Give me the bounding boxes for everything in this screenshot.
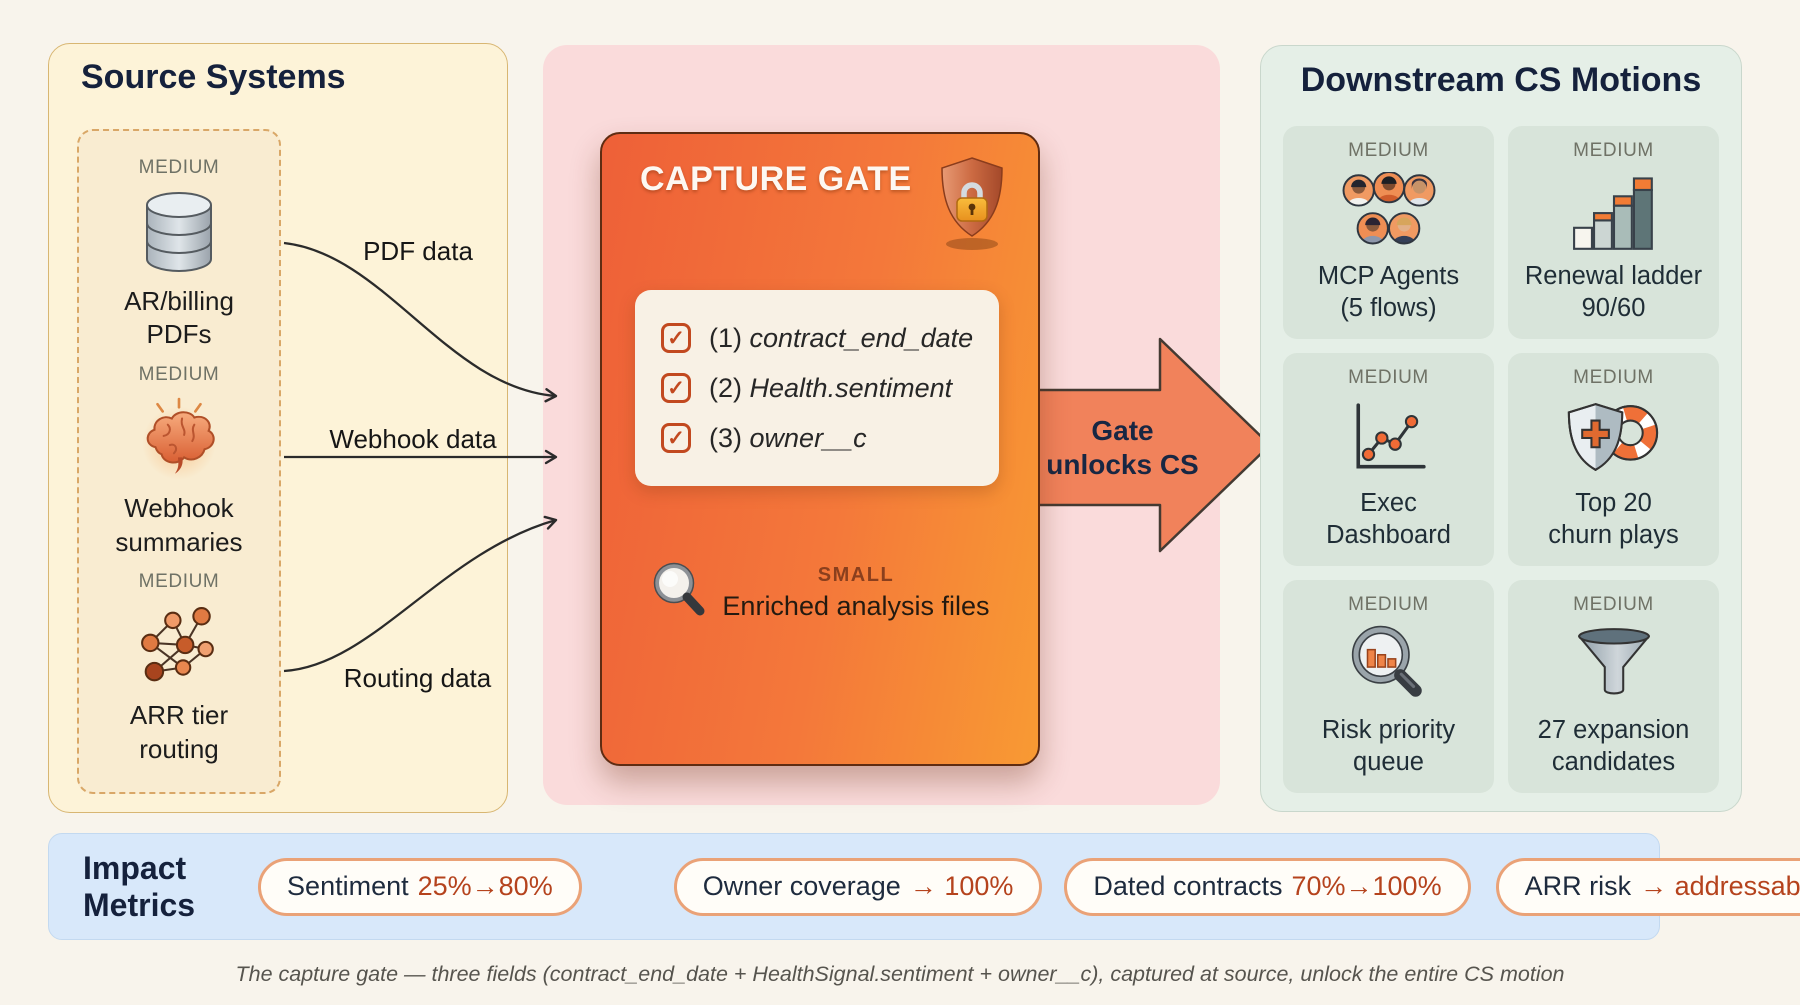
gate-checklist-card: ✓ (1) contract_end_date ✓ (2) Health.sen… [635,290,999,486]
gate-unlocks-label: Gate unlocks CS [1046,415,1199,481]
downstream-grid: MEDIUM [1283,126,1719,793]
source-systems-panel: Source Systems MEDIUM AR/bi [48,43,508,813]
cell-label: MCP Agents(5 flows) [1317,261,1460,323]
checklist-item: (1) contract_end_date [709,322,974,353]
checklist-item: (2) Health.sentiment [709,372,953,403]
source-systems-title: Source Systems [81,58,346,96]
magnifier-icon [650,559,708,626]
database-icon [140,187,218,279]
medium-badge: MEDIUM [138,571,220,593]
checklist-row: ✓ (3) owner__c [661,423,999,454]
flow-label-pdf-data: PDF data [363,236,473,266]
shield-lock-icon [932,152,1012,257]
checked-checkbox-icon: ✓ [661,323,691,353]
network-graph-icon [138,601,220,693]
medium-badge: MEDIUM [1348,140,1429,161]
source-item-label: AR/billing PDFs [124,286,234,350]
medium-badge: MEDIUM [1348,367,1429,388]
medium-badge: MEDIUM [1573,140,1654,161]
cell-mcp-agents: MEDIUM [1283,126,1494,339]
source-systems-group: MEDIUM AR/billing PDFs [77,129,281,794]
capture-gate-card: CAPTURE GATE ✓ (1) contract_end_date ✓ [600,132,1040,766]
medium-badge: MEDIUM [138,364,220,386]
metric-pill-arr-risk: ARR risk→ addressable [1495,857,1800,916]
metric-pill-owner-coverage: Owner coverage→ 100% [673,857,1043,916]
medium-badge: MEDIUM [1573,594,1654,615]
line-chart-icon [1348,389,1430,487]
source-item-label: ARR tier routing [129,700,229,764]
downstream-cs-panel: Downstream CS Motions MEDIUM [1260,45,1742,812]
medium-badge: MEDIUM [1348,594,1429,615]
magnifier-bars-icon [1346,616,1432,714]
shield-lifebuoy-icon [1564,389,1664,487]
gate-output-row: SMALL Enriched analysis files [602,559,1038,626]
ladder-bars-icon [1572,162,1656,260]
source-item-arr-tier-routing: MEDIUM [85,571,273,766]
checklist-item: (3) owner__c [709,422,867,453]
flow-label-webhook-data: Webhook data [329,424,497,454]
checklist-row: ✓ (1) contract_end_date [661,323,999,354]
checked-checkbox-icon: ✓ [661,373,691,403]
source-item-ar-billing-pdfs: MEDIUM AR/billing PDFs [85,157,273,352]
gate-output-label: Enriched analysis files [722,590,990,621]
agents-avatars-icon [1337,162,1441,260]
footer-caption: The capture gate — three fields (contrac… [235,962,1565,986]
flow-label-routing-data: Routing data [343,663,492,693]
source-item-label: Webhook summaries [115,493,243,557]
source-item-webhook-summaries: MEDIUM [85,364,273,559]
small-badge: SMALL [817,563,895,586]
checked-checkbox-icon: ✓ [661,423,691,453]
brain-icon [133,394,225,486]
funnel-icon [1573,616,1655,714]
medium-badge: MEDIUM [1573,367,1654,388]
capture-gate-title: CAPTURE GATE [640,160,912,198]
impact-metrics-title: Impact Metrics [83,850,196,923]
checklist-row: ✓ (2) Health.sentiment [661,373,999,404]
medium-badge: MEDIUM [138,157,220,178]
downstream-cs-title: Downstream CS Motions [1300,61,1702,99]
